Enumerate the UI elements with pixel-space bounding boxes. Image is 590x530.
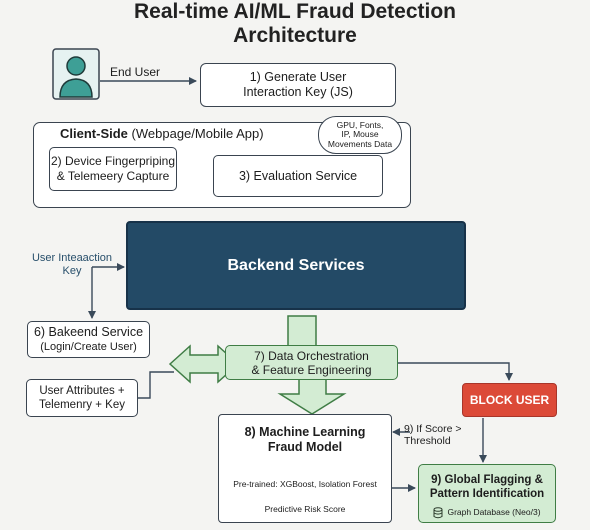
score-threshold-condition: 9) If Score > Threshold: [404, 423, 462, 447]
client-side-subtitle: (Webpage/Mobile App): [131, 126, 264, 141]
telemetry-cloud-note: GPU, Fonts, IP, Mouse Movements Data: [318, 116, 402, 154]
telemetry-cloud-text: GPU, Fonts, IP, Mouse Movements Data: [327, 119, 393, 149]
step7-data-orchestration: 7) Data Orchestration & Feature Engineer…: [225, 345, 398, 380]
database-icon: [433, 506, 443, 518]
diagram-title: Real-time AI/ML Fraud Detection Architec…: [133, 0, 457, 47]
client-side-title: Client-Side: [60, 126, 128, 141]
backend-services-block: Backend Services: [126, 221, 466, 310]
step8-pretrained: Pre-trained: XGBoost, Isolation Forest: [233, 479, 377, 489]
step2-label: 2) Device Fingerpriping & Telemeery Capt…: [50, 154, 176, 183]
attributes-label: User Attributes + Telemenry + Key: [39, 385, 125, 411]
step6-title: 6) Bakeend Service: [33, 324, 144, 339]
step9-db-row: Graph Database (Neo/3): [419, 505, 555, 520]
block-user-button: BLOCK USER: [462, 383, 557, 417]
user-attributes-box: User Attributes + Telemenry + Key: [26, 379, 138, 417]
step9-title: 9) Global Flagging & Pattern Identificat…: [429, 474, 545, 500]
end-user-icon: [52, 48, 100, 100]
step8-ml-fraud-model: 8) Machine Learning Fraud Model Pre-trai…: [218, 414, 392, 523]
step7-label: 7) Data Orchestration & Feature Engineer…: [251, 348, 372, 377]
step3-label: 3) Evaluation Service: [238, 168, 358, 183]
step3-evaluation-service: 3) Evaluation Service: [213, 155, 383, 197]
step9-global-flagging: 9) Global Flagging & Pattern Identificat…: [418, 464, 556, 523]
arrow-step7-to-block: [398, 362, 513, 381]
step1-generate-key: 1) Generate User Interaction Key (JS): [200, 63, 396, 107]
end-user-label: End User: [110, 65, 161, 79]
block-user-label: BLOCK USER: [469, 392, 550, 407]
step8-title: 8) Machine Learning Fraud Model: [244, 425, 366, 454]
line-attributes-to-step8: [138, 371, 174, 399]
step6-subtitle: (Login/Create User): [40, 340, 137, 353]
step1-label: 1) Generate User Interaction Key (JS): [243, 70, 353, 99]
step8-score: Predictive Risk Score: [264, 504, 346, 514]
backend-title: Backend Services: [227, 257, 365, 274]
client-side-heading: Client-Side (Webpage/Mobile App): [60, 127, 264, 141]
step2-fingerprinting: 2) Device Fingerpriping & Telemeery Capt…: [49, 147, 177, 191]
big-arrow-step7-to-step8: [277, 377, 347, 415]
big-arrow-backend-to-step7: [287, 315, 317, 347]
step6-backend-service: 6) Bakeend Service (Login/Create User): [27, 321, 150, 358]
interaction-key-label: User Inteaaction Key: [31, 252, 113, 277]
step9-db-label: Graph Database (Neo/3): [447, 507, 541, 517]
